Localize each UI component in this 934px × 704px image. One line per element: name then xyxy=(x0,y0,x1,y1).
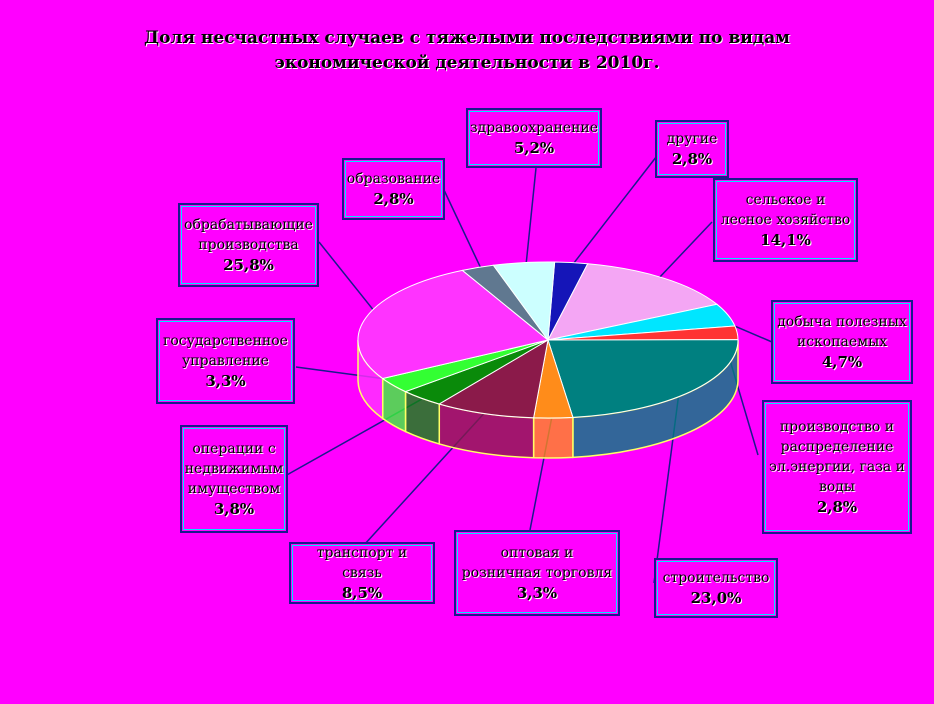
pie-slice-обрабатывающие-производства xyxy=(357,269,550,380)
callout-value: 25,8% xyxy=(223,256,274,274)
pie-slice-транспорт-и-связь xyxy=(438,339,549,419)
chart-title: Доля несчастных случаев с тяжелыми после… xyxy=(120,26,814,76)
callout-label: добыча полезных ископаемых xyxy=(777,314,907,350)
callout-value: 3,8% xyxy=(213,500,255,518)
callout-добыча-полезных-ископаемых: добыча полезных ископаемых 4,7% xyxy=(771,300,913,384)
leader-другие xyxy=(568,151,661,270)
pie-side-оптовая-и-розничная-торговля xyxy=(532,416,574,459)
callout-label: здравоохранение xyxy=(469,120,599,136)
chart-title-line-2: экономической деятельности в 2010г. xyxy=(274,53,660,73)
callout-строительство: строительство 23,0% xyxy=(654,558,778,618)
callout-образование: образование 2,8% xyxy=(342,158,445,220)
callout-производство-и-распределение-эл-энергии-газа-и-воды: производство и распределение эл.энергии,… xyxy=(762,400,912,534)
callout-оптовая-и-розничная-торговля: оптовая и розничная торговля 3,3% xyxy=(454,530,620,616)
callout-value: 2,8% xyxy=(816,498,858,516)
callout-label: другие xyxy=(666,131,718,147)
pie-slice-здравоохранение xyxy=(492,261,556,342)
callout-другие: другие 2,8% xyxy=(655,120,729,178)
callout-операции-с-недвижимым-имуществом: операции с недвижимым имуществом 3,8% xyxy=(180,425,288,533)
callout-value: 5,2% xyxy=(513,139,555,157)
callout-label: операции с недвижимым имуществом xyxy=(184,441,284,497)
callout-label: производство и распределение эл.энергии,… xyxy=(769,419,905,495)
callout-государственное-управление: государственное управление 3,3% xyxy=(156,318,295,404)
leader-сельское-и-лесное-хозяйство xyxy=(653,221,713,284)
pie-top xyxy=(357,261,739,419)
pie-slice-строительство xyxy=(547,339,739,418)
callout-value: 8,5% xyxy=(341,584,383,602)
callout-здравоохранение: здравоохранение 5,2% xyxy=(466,108,602,168)
callout-label: оптовая и розничная торговля xyxy=(461,545,613,581)
pie-slice-сельское-и-лесное-хозяйство xyxy=(547,263,719,341)
pie-depth xyxy=(357,339,739,459)
callout-label: строительство xyxy=(662,570,770,586)
leader-обрабатывающие-производства xyxy=(318,241,382,320)
callout-value: 4,7% xyxy=(821,353,863,371)
callout-label: образование xyxy=(346,171,441,187)
callout-label: сельское и лесное хозяйство xyxy=(720,192,851,228)
callout-label: транспорт и связь xyxy=(316,545,408,581)
callout-label: обрабатывающие производства xyxy=(184,217,313,253)
chart-title-line-1: Доля несчастных случаев с тяжелыми после… xyxy=(144,28,790,48)
callout-value: 3,3% xyxy=(516,584,558,602)
callout-транспорт-и-связь: транспорт и связь 8,5% xyxy=(289,542,435,604)
callout-value: 2,8% xyxy=(373,190,414,208)
leader-здравоохранение xyxy=(524,167,537,269)
callout-value: 23,0% xyxy=(690,589,742,607)
callout-сельское-и-лесное-хозяйство: сельское и лесное хозяйство 14,1% xyxy=(713,178,858,262)
leader-образование xyxy=(443,189,484,274)
callout-обрабатывающие-производства: обрабатывающие производства 25,8% xyxy=(178,203,319,287)
callout-value: 2,8% xyxy=(671,150,713,168)
leader-lines xyxy=(284,151,773,584)
callout-label: государственное управление xyxy=(163,333,288,369)
callout-value: 14,1% xyxy=(760,231,811,249)
callout-value: 3,3% xyxy=(205,372,246,390)
